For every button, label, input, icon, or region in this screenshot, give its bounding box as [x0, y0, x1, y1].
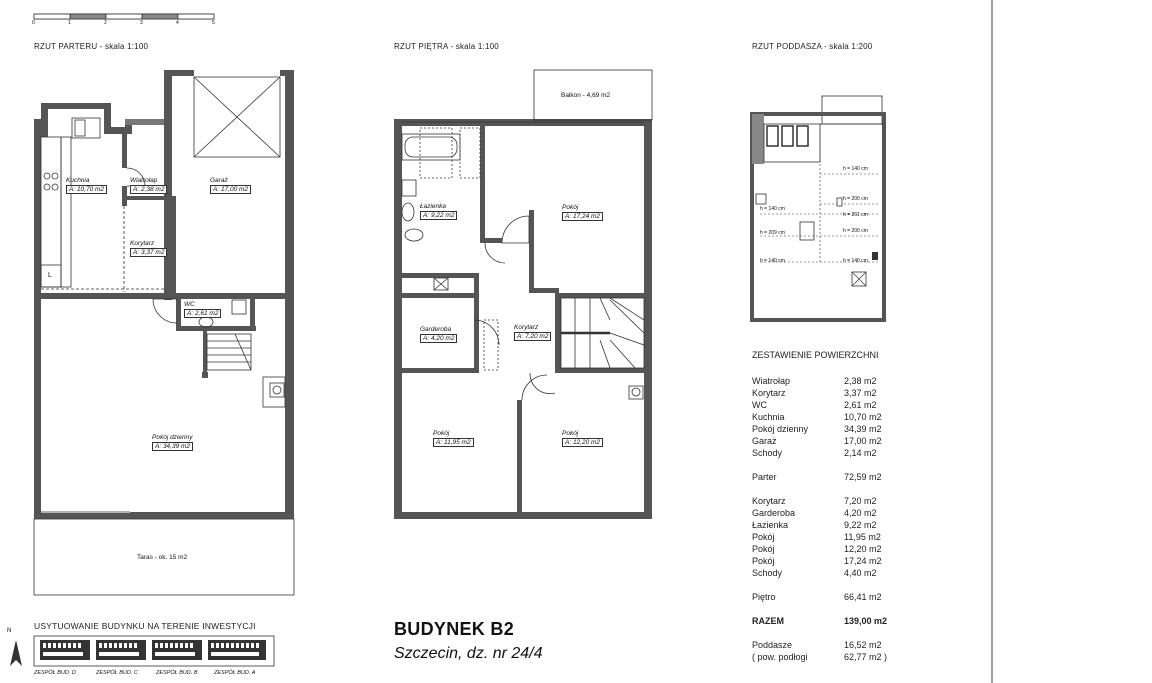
balcony-label: Balkon - 4,69 m2 [561, 92, 611, 99]
summary-title: ZESTAWIENIE POWIERZCHNI [752, 350, 879, 360]
room-area-kuchnia: A: 10,70 m2 [66, 185, 108, 194]
room-area-korytarz: A: 3,37 m2 [130, 248, 168, 257]
attic-plan [750, 95, 886, 322]
attic-height-label: h = 261 cm [843, 212, 868, 218]
attic-height-label: h = 140 cm [843, 258, 868, 264]
scale-tick: 1 [68, 20, 71, 26]
room-name-pokoj-dzienny: Pokój dzienny [152, 434, 193, 441]
north-arrow-icon [10, 640, 22, 666]
attic-height-label: h = 200 cm [843, 196, 868, 202]
scale-tick: 3 [140, 20, 143, 26]
room-name-korytarz: Korytarz [130, 240, 155, 247]
room-name-kuchnia: Kuchnia [66, 177, 90, 184]
attic-height-label: h = 200 cm [843, 228, 868, 234]
attic-height-label: h = 140 cm [760, 258, 785, 264]
fridge-label: L [48, 272, 52, 279]
room-area-pokoj-1: A: 17,24 m2 [562, 212, 604, 221]
scale-tick: 2 [104, 20, 107, 26]
attic-height-label: h = 209 cm [760, 230, 785, 236]
ground-floor-plan [34, 70, 294, 519]
north-label: N [7, 628, 12, 634]
room-area-korytarz-pietro: A: 7,20 m2 [514, 332, 552, 341]
zone-label: ZESPÓŁ BUD. A [214, 670, 256, 676]
room-area-pokoj-3: A: 12,20 m2 [562, 438, 604, 447]
room-name-pokoj-3: Pokój [562, 430, 579, 437]
room-name-lazienka: Łazienka [420, 203, 447, 210]
room-area-pokoj-2: A: 11,95 m2 [433, 438, 474, 447]
zone-label: ZESPÓŁ BUD. C [96, 670, 138, 676]
attic-height-label: h = 140 cm [760, 206, 785, 212]
attic-plan-caption: RZUT PODDASZA - skala 1:200 [752, 42, 873, 51]
zone-label: ZESPÓŁ BUD. D [34, 670, 76, 676]
scale-tick: 5 [212, 20, 215, 26]
room-name-wc: WC [184, 301, 195, 308]
scale-bar [33, 13, 215, 20]
site-plan-caption: USYTUOWANIE BUDYNKU NA TERENIE INWESTYCJ… [34, 621, 256, 631]
scale-tick: 4 [176, 20, 179, 26]
room-area-pokoj-dzienny: A: 34,39 m2 [152, 442, 194, 451]
site-plan [10, 635, 275, 667]
scale-tick: 0 [32, 20, 35, 26]
attic-height-label: h = 140 cm [843, 166, 868, 172]
room-area-lazienka: A: 9,22 m2 [420, 211, 458, 220]
room-name-pokoj-1: Pokój [562, 204, 579, 211]
building-title: BUDYNEK B2 [394, 619, 515, 639]
terrace-label: Taras - ok. 15 m2 [137, 554, 188, 561]
room-name-wiatrolap: Wiatrołap [130, 177, 158, 184]
ground-plan-caption: RZUT PARTERU - skala 1:100 [34, 42, 149, 51]
room-area-garaz: A: 17,00 m2 [210, 185, 252, 194]
building-location: Szczecin, dz. nr 24/4 [394, 645, 543, 662]
zone-label: ZESPÓŁ BUD. B [156, 670, 198, 676]
room-area-wiatrolap: A: 2,38 m2 [130, 185, 168, 194]
first-floor-plan [394, 119, 652, 519]
room-area-garderoba: A: 4,20 m2 [420, 334, 458, 343]
first-plan-caption: RZUT PIĘTRA - skala 1:100 [394, 42, 499, 51]
room-area-wc: A: 2,61 m2 [184, 309, 222, 318]
room-name-garaz: Garaż [210, 177, 228, 184]
room-name-korytarz-pietro: Korytarz [514, 324, 539, 331]
room-name-pokoj-2: Pokój [433, 430, 450, 437]
room-name-garderoba: Garderoba [420, 326, 452, 333]
